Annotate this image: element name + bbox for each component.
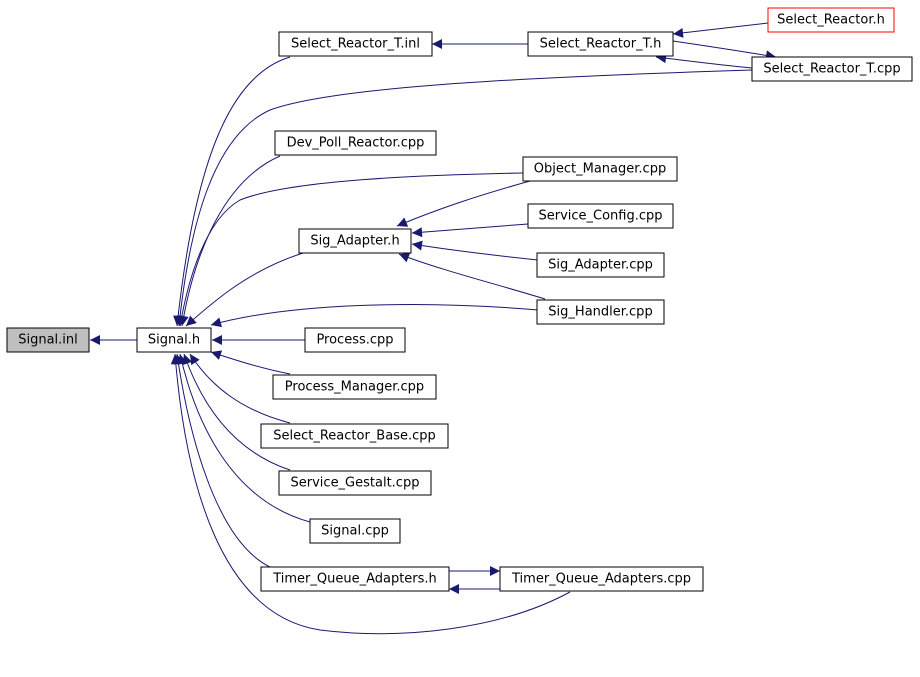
node-select-reactor-t-h[interactable]: Select_Reactor_T.h [527, 31, 674, 57]
edge-object-manager-to-signal-h [176, 172, 524, 327]
edges [90, 22, 777, 635]
edge-object-manager-to-sig-adapter-h [396, 180, 531, 227]
edge-select-reactor-t-h-to-t-cpp [672, 40, 777, 61]
node-label: Signal.cpp [321, 524, 389, 539]
node-timer-queue-adapters-cpp[interactable]: Timer_Queue_Adapters.cpp [499, 566, 704, 592]
node-label: Sig_Handler.cpp [548, 305, 652, 320]
node-service-gestalt-cpp[interactable]: Service_Gestalt.cpp [278, 470, 432, 496]
node-label: Sig_Adapter.cpp [548, 258, 653, 273]
edge-service-config-to-sig-adapter-h [411, 223, 529, 238]
node-label: Select_Reactor_Base.cpp [273, 429, 436, 444]
edge-timer-queue-adapters-h-to-signal-h [173, 353, 271, 568]
node-label: Dev_Poll_Reactor.cpp [287, 136, 425, 151]
node-label: Sig_Adapter.h [310, 234, 399, 249]
node-dev-poll-reactor-cpp[interactable]: Dev_Poll_Reactor.cpp [274, 130, 437, 156]
edge-service-gestalt-to-signal-h [182, 353, 291, 471]
edge-sig-adapter-cpp-to-sig-adapter-h [411, 240, 539, 261]
node-sig-adapter-cpp[interactable]: Sig_Adapter.cpp [536, 252, 665, 278]
node-signal-cpp[interactable]: Signal.cpp [309, 518, 401, 544]
node-label: Select_Reactor_T.inl [291, 37, 420, 52]
node-select-reactor-t-inl[interactable]: Select_Reactor_T.inl [278, 31, 433, 57]
node-signal-h[interactable]: Signal.h [136, 327, 212, 353]
edge-process-manager-to-signal-h [210, 350, 291, 375]
node-label: Select_Reactor_T.h [540, 37, 662, 52]
node-label: Select_Reactor.h [777, 13, 885, 28]
node-object-manager-cpp[interactable]: Object_Manager.cpp [522, 156, 678, 182]
node-sig-handler-cpp[interactable]: Sig_Handler.cpp [536, 299, 665, 325]
node-label: Process_Manager.cpp [285, 380, 424, 395]
edge-timer-queue-adapters-cpp-to-signal-h [170, 353, 571, 635]
node-label: Process.cpp [316, 333, 393, 348]
edge-sig-adapter-h-to-signal-h [185, 252, 304, 327]
node-label: Timer_Queue_Adapters.cpp [511, 572, 691, 587]
node-process-cpp[interactable]: Process.cpp [304, 327, 406, 353]
node-label: Signal.inl [18, 333, 78, 348]
node-label: Timer_Queue_Adapters.h [272, 572, 437, 587]
edge-select-reactor-t-inl-to-signal-h [173, 56, 291, 327]
edge-select-reactor-t-cpp-to-t-h [655, 53, 753, 69]
node-label: Service_Gestalt.cpp [291, 476, 420, 491]
node-sig-adapter-h[interactable]: Sig_Adapter.h [298, 228, 412, 254]
edge-select-reactor-t-cpp-to-signal-h [175, 69, 753, 327]
node-select-reactor-h[interactable]: Select_Reactor.h [767, 7, 895, 33]
edge-select-reactor-base-to-signal-h [189, 353, 291, 424]
edge-sig-handler-to-sig-adapter-h [398, 252, 546, 300]
edge-sig-handler-to-signal-h [210, 304, 539, 328]
edge-signal-cpp-to-signal-h [177, 353, 311, 523]
node-label: Signal.h [148, 333, 200, 348]
node-select-reactor-t-cpp[interactable]: Select_Reactor_T.cpp [751, 56, 913, 82]
node-signal-inl[interactable]: Signal.inl [6, 327, 90, 353]
node-label: Select_Reactor_T.cpp [763, 62, 900, 77]
node-label: Service_Config.cpp [538, 209, 662, 224]
node-process-manager-cpp[interactable]: Process_Manager.cpp [272, 374, 437, 400]
node-service-config-cpp[interactable]: Service_Config.cpp [527, 203, 674, 229]
node-select-reactor-base-cpp[interactable]: Select_Reactor_Base.cpp [260, 423, 449, 449]
edge-dev-poll-reactor-to-signal-h [178, 155, 281, 327]
edge-select-reactor-h-to-t-h [672, 22, 769, 38]
node-timer-queue-adapters-h[interactable]: Timer_Queue_Adapters.h [260, 566, 450, 592]
node-label: Object_Manager.cpp [534, 162, 666, 177]
